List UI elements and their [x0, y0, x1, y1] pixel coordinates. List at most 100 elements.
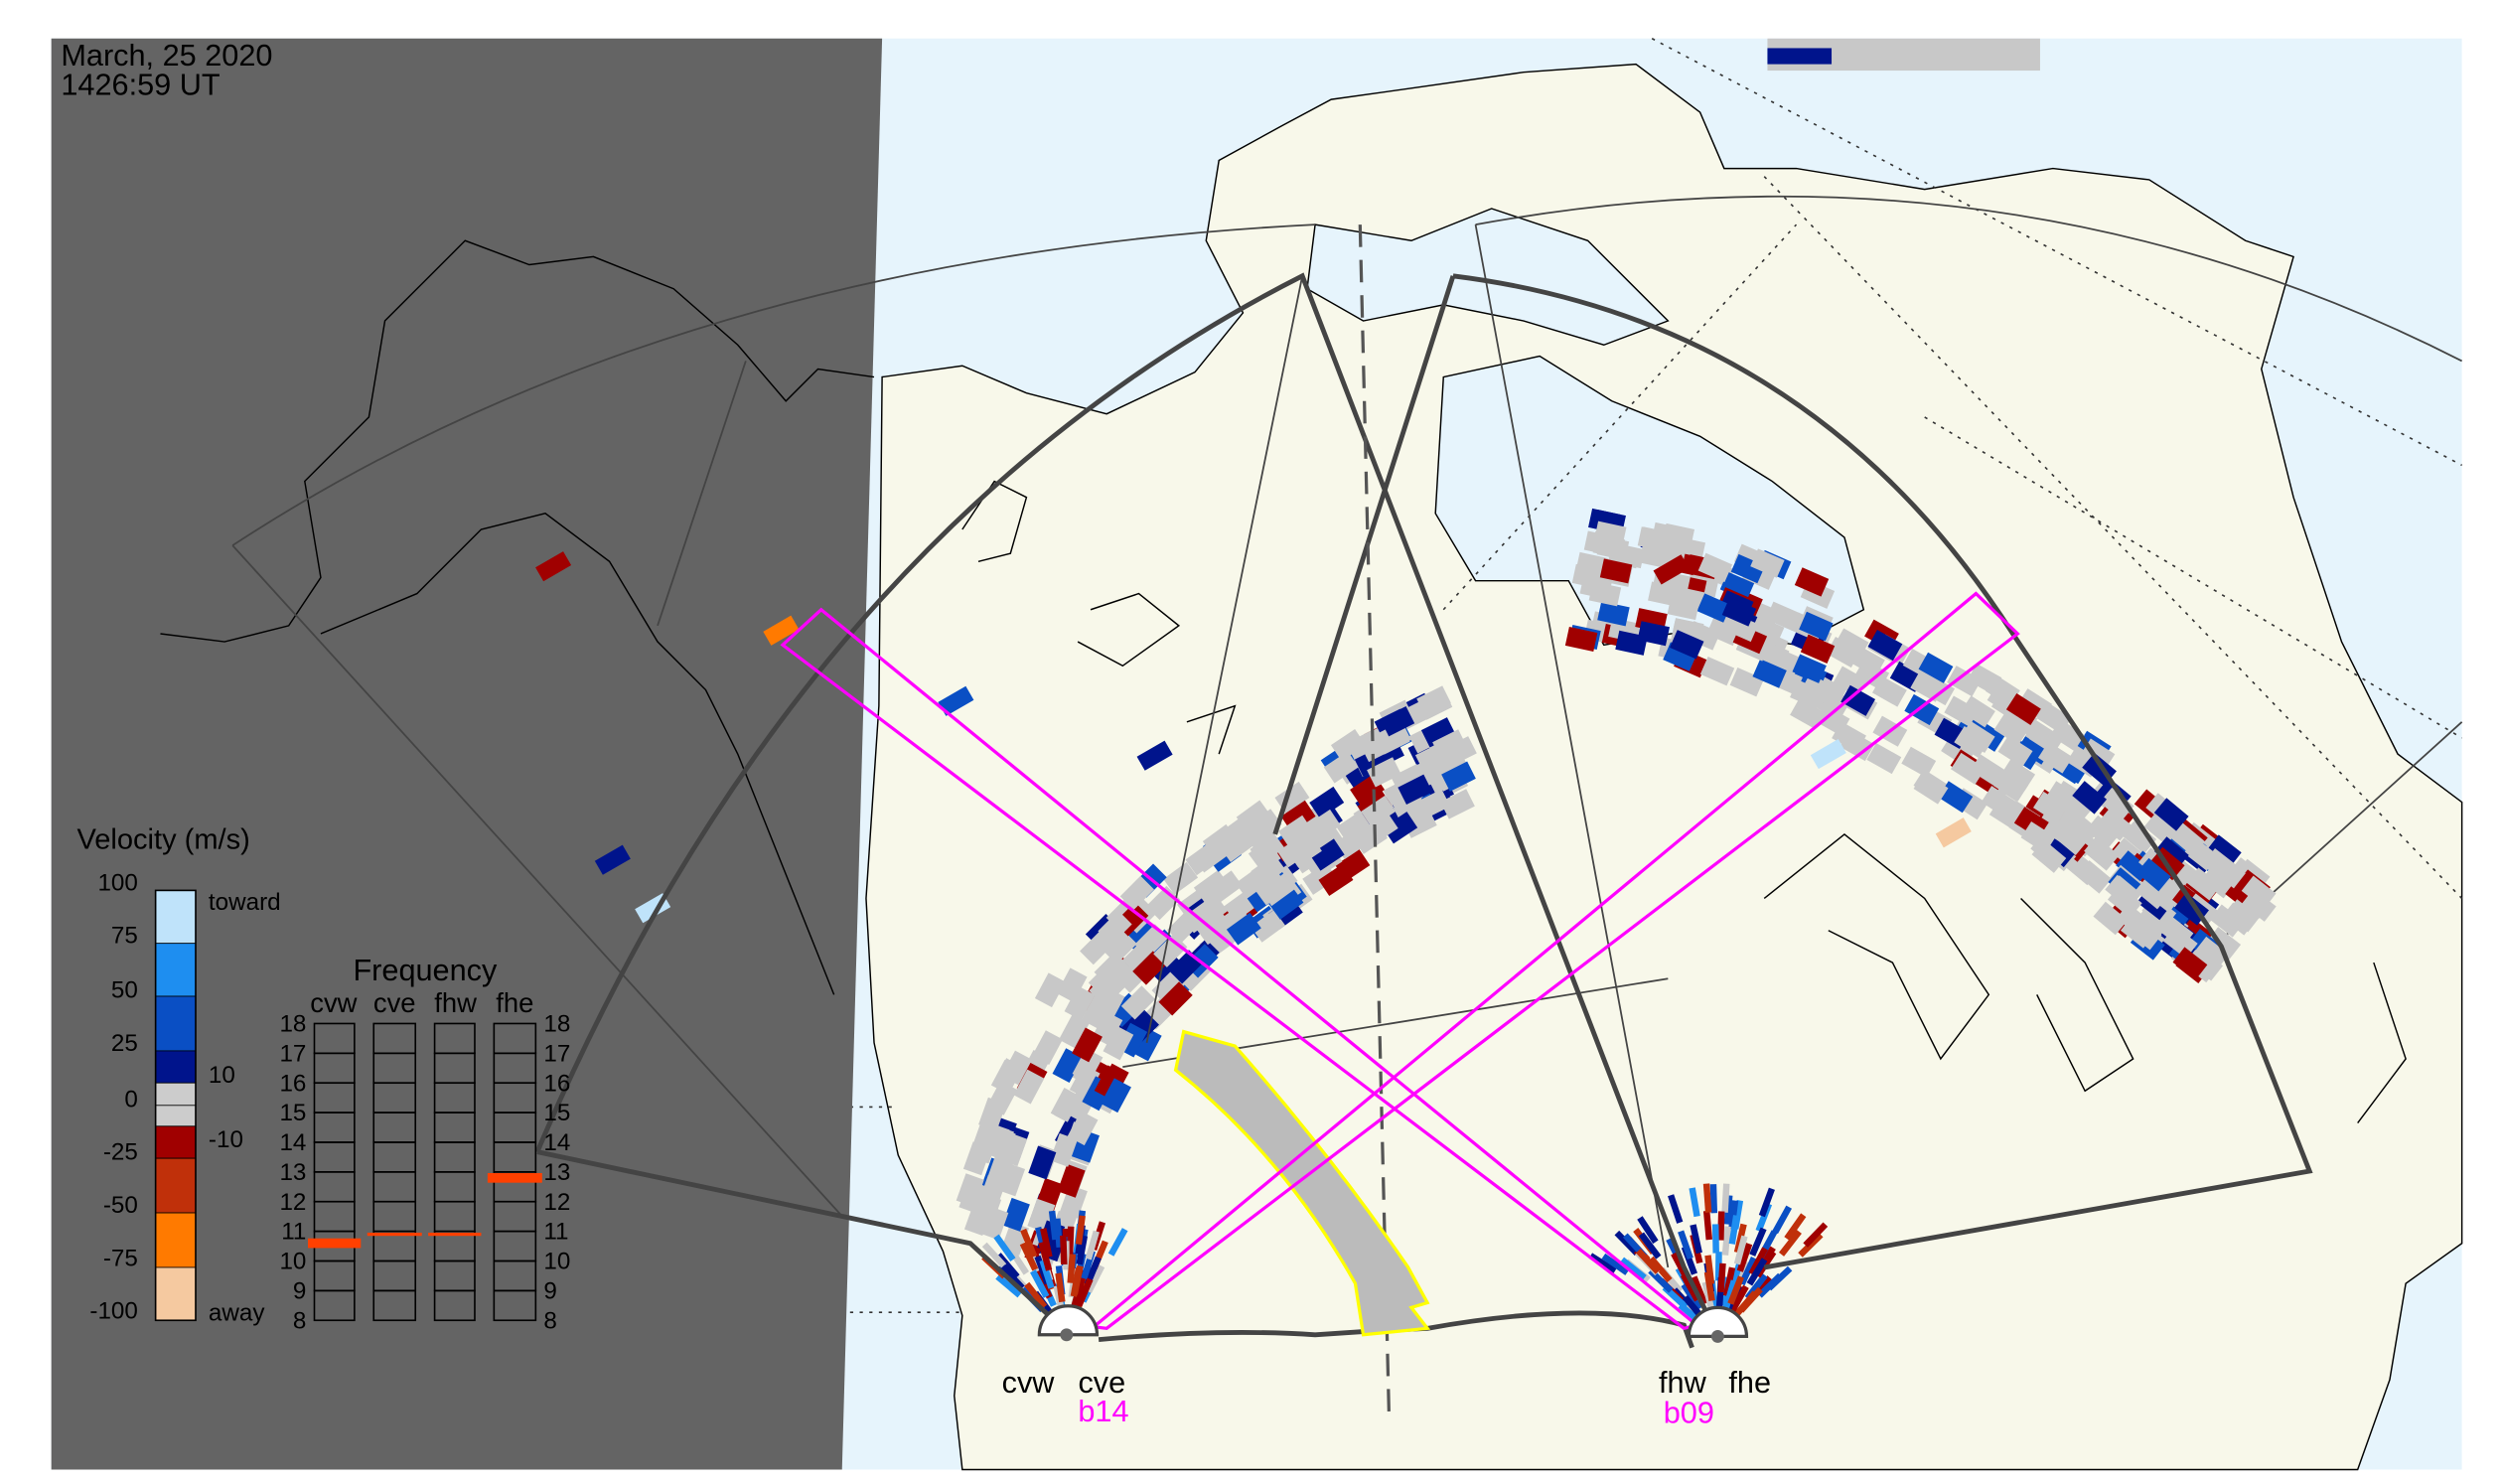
- colorbar-segment: [155, 1266, 197, 1321]
- freq-scale-right: 8: [543, 1307, 556, 1334]
- freq-scale-left: 11: [281, 1219, 306, 1246]
- velocity-cell: [1918, 652, 1954, 683]
- grid-lines: [849, 38, 2463, 1313]
- velocity-cell: [1960, 695, 1995, 728]
- freq-scale-right: 14: [543, 1129, 570, 1156]
- velocity-cell: [2000, 758, 2036, 791]
- velocity-cell: [2221, 902, 2257, 936]
- freq-scale-right: 13: [543, 1159, 570, 1186]
- velocity-cell: [2005, 692, 2041, 725]
- freq-scale-left: 17: [279, 1040, 306, 1067]
- freq-scale-right: 16: [543, 1070, 570, 1097]
- velocity-cell: [995, 1273, 1022, 1298]
- freq-scale-left: 12: [279, 1189, 306, 1216]
- velocity-cell: [1101, 1078, 1131, 1113]
- radar-fov-outlines: [534, 223, 2313, 1412]
- away-label: away: [209, 1299, 265, 1326]
- velocity-cell: [1935, 817, 1972, 848]
- fh-site-icon: [1710, 1329, 1724, 1343]
- velocity-cell: [1750, 548, 1785, 578]
- velocity-cell: [1564, 626, 1598, 653]
- velocity-cell: [1094, 952, 1128, 986]
- colorbar-segment: [155, 1105, 197, 1127]
- velocity-cell: [1050, 1088, 1082, 1122]
- velocity-cell: [2153, 798, 2189, 831]
- beam-label-b14: b14: [1078, 1394, 1128, 1428]
- cve-fov: [1272, 273, 2313, 1270]
- frequency-cell: [493, 1289, 537, 1322]
- freq-scale-right: 9: [543, 1277, 556, 1304]
- velocity-cell: [1993, 769, 2029, 802]
- velocity-cell: [1103, 961, 1138, 995]
- tick-minus50: -50: [103, 1192, 138, 1219]
- frequency-cell: [433, 1289, 476, 1322]
- velocity-cell: [1792, 654, 1827, 683]
- velocity-cell: [1219, 829, 1254, 862]
- velocity-cell: [1758, 1187, 1775, 1218]
- velocity-cell: [2200, 865, 2236, 899]
- velocity-cell: [1913, 772, 1949, 805]
- velocity-cell: [1441, 761, 1476, 792]
- velocity-cell: [2186, 867, 2222, 901]
- velocity-cell: [1724, 612, 1759, 643]
- velocity-cell: [2028, 722, 2064, 755]
- velocity-cell: [1597, 601, 1630, 627]
- beam-label-b09: b09: [1664, 1396, 1714, 1430]
- velocity-cell: [1098, 910, 1132, 946]
- cvw-fov: [534, 272, 1687, 1268]
- velocity-cell: [1670, 630, 1704, 660]
- meridian-dashed: [1358, 224, 1391, 1412]
- velocity-cell: [1736, 1243, 1753, 1272]
- colorbar-segment: [155, 1157, 197, 1214]
- velocity-cell: [1030, 1269, 1050, 1298]
- freq-col-cve: cve: [373, 987, 416, 1018]
- date-label: March, 25 2020: [61, 38, 272, 73]
- velocity-cell: [1398, 774, 1432, 806]
- radar-label-cve: cve: [1078, 1365, 1125, 1400]
- velocity-cell: [1192, 839, 1228, 873]
- colorbar-segment: [155, 1212, 197, 1268]
- velocity-cell: [1336, 811, 1372, 843]
- velocity-cell: [1733, 1223, 1747, 1254]
- velocity-cell: [2045, 781, 2081, 814]
- velocity-cell: [1722, 1266, 1736, 1297]
- colorbar-segment: [155, 1050, 197, 1084]
- velocity-cell: [1717, 1211, 1725, 1241]
- velocity-cell: [1067, 1111, 1099, 1146]
- velocity-cell: [956, 1173, 984, 1208]
- velocity-cell: [1038, 1241, 1053, 1271]
- velocity-cell: [1067, 1254, 1077, 1283]
- frequency-cell: [313, 1289, 356, 1322]
- freq-scale-right: 18: [543, 1011, 570, 1038]
- velocity-cell: [1056, 967, 1088, 1003]
- velocity-cell: [763, 615, 800, 646]
- velocity-cell: [1250, 831, 1285, 865]
- velocity-cell: [1803, 1222, 1829, 1248]
- frequency-title: Frequency: [353, 953, 498, 987]
- velocity-cell: [1799, 611, 1834, 642]
- velocity-cell: [999, 1264, 1025, 1290]
- velocity-cell: [1832, 721, 1866, 753]
- velocity-cell: [1663, 642, 1697, 671]
- freq-scale-left: 14: [279, 1129, 306, 1156]
- velocity-cell: [1268, 887, 1304, 920]
- freq-col-fhw: fhw: [434, 987, 477, 1018]
- velocity-cell: [962, 1141, 991, 1176]
- colorbar-segment: [155, 1125, 197, 1159]
- velocity-cell: [1728, 1284, 1749, 1314]
- velocity-cell: [2154, 836, 2189, 870]
- velocity-cell: [1309, 786, 1345, 819]
- velocity-cell: [1055, 1272, 1066, 1303]
- velocity-cell: [1667, 595, 1700, 621]
- velocity-cell: [1950, 752, 1986, 785]
- velocity-cell: [1635, 1249, 1661, 1274]
- velocity-cell: [1765, 601, 1801, 632]
- velocity-cell: [1024, 1281, 1048, 1309]
- selected-region: [1173, 1029, 1431, 1337]
- velocity-cell: [1699, 657, 1735, 686]
- gray-lower-label: -10: [209, 1126, 243, 1153]
- velocity-cell: [1048, 1210, 1059, 1241]
- velocity-cell: [1648, 1256, 1673, 1283]
- velocity-cell: [2170, 822, 2206, 857]
